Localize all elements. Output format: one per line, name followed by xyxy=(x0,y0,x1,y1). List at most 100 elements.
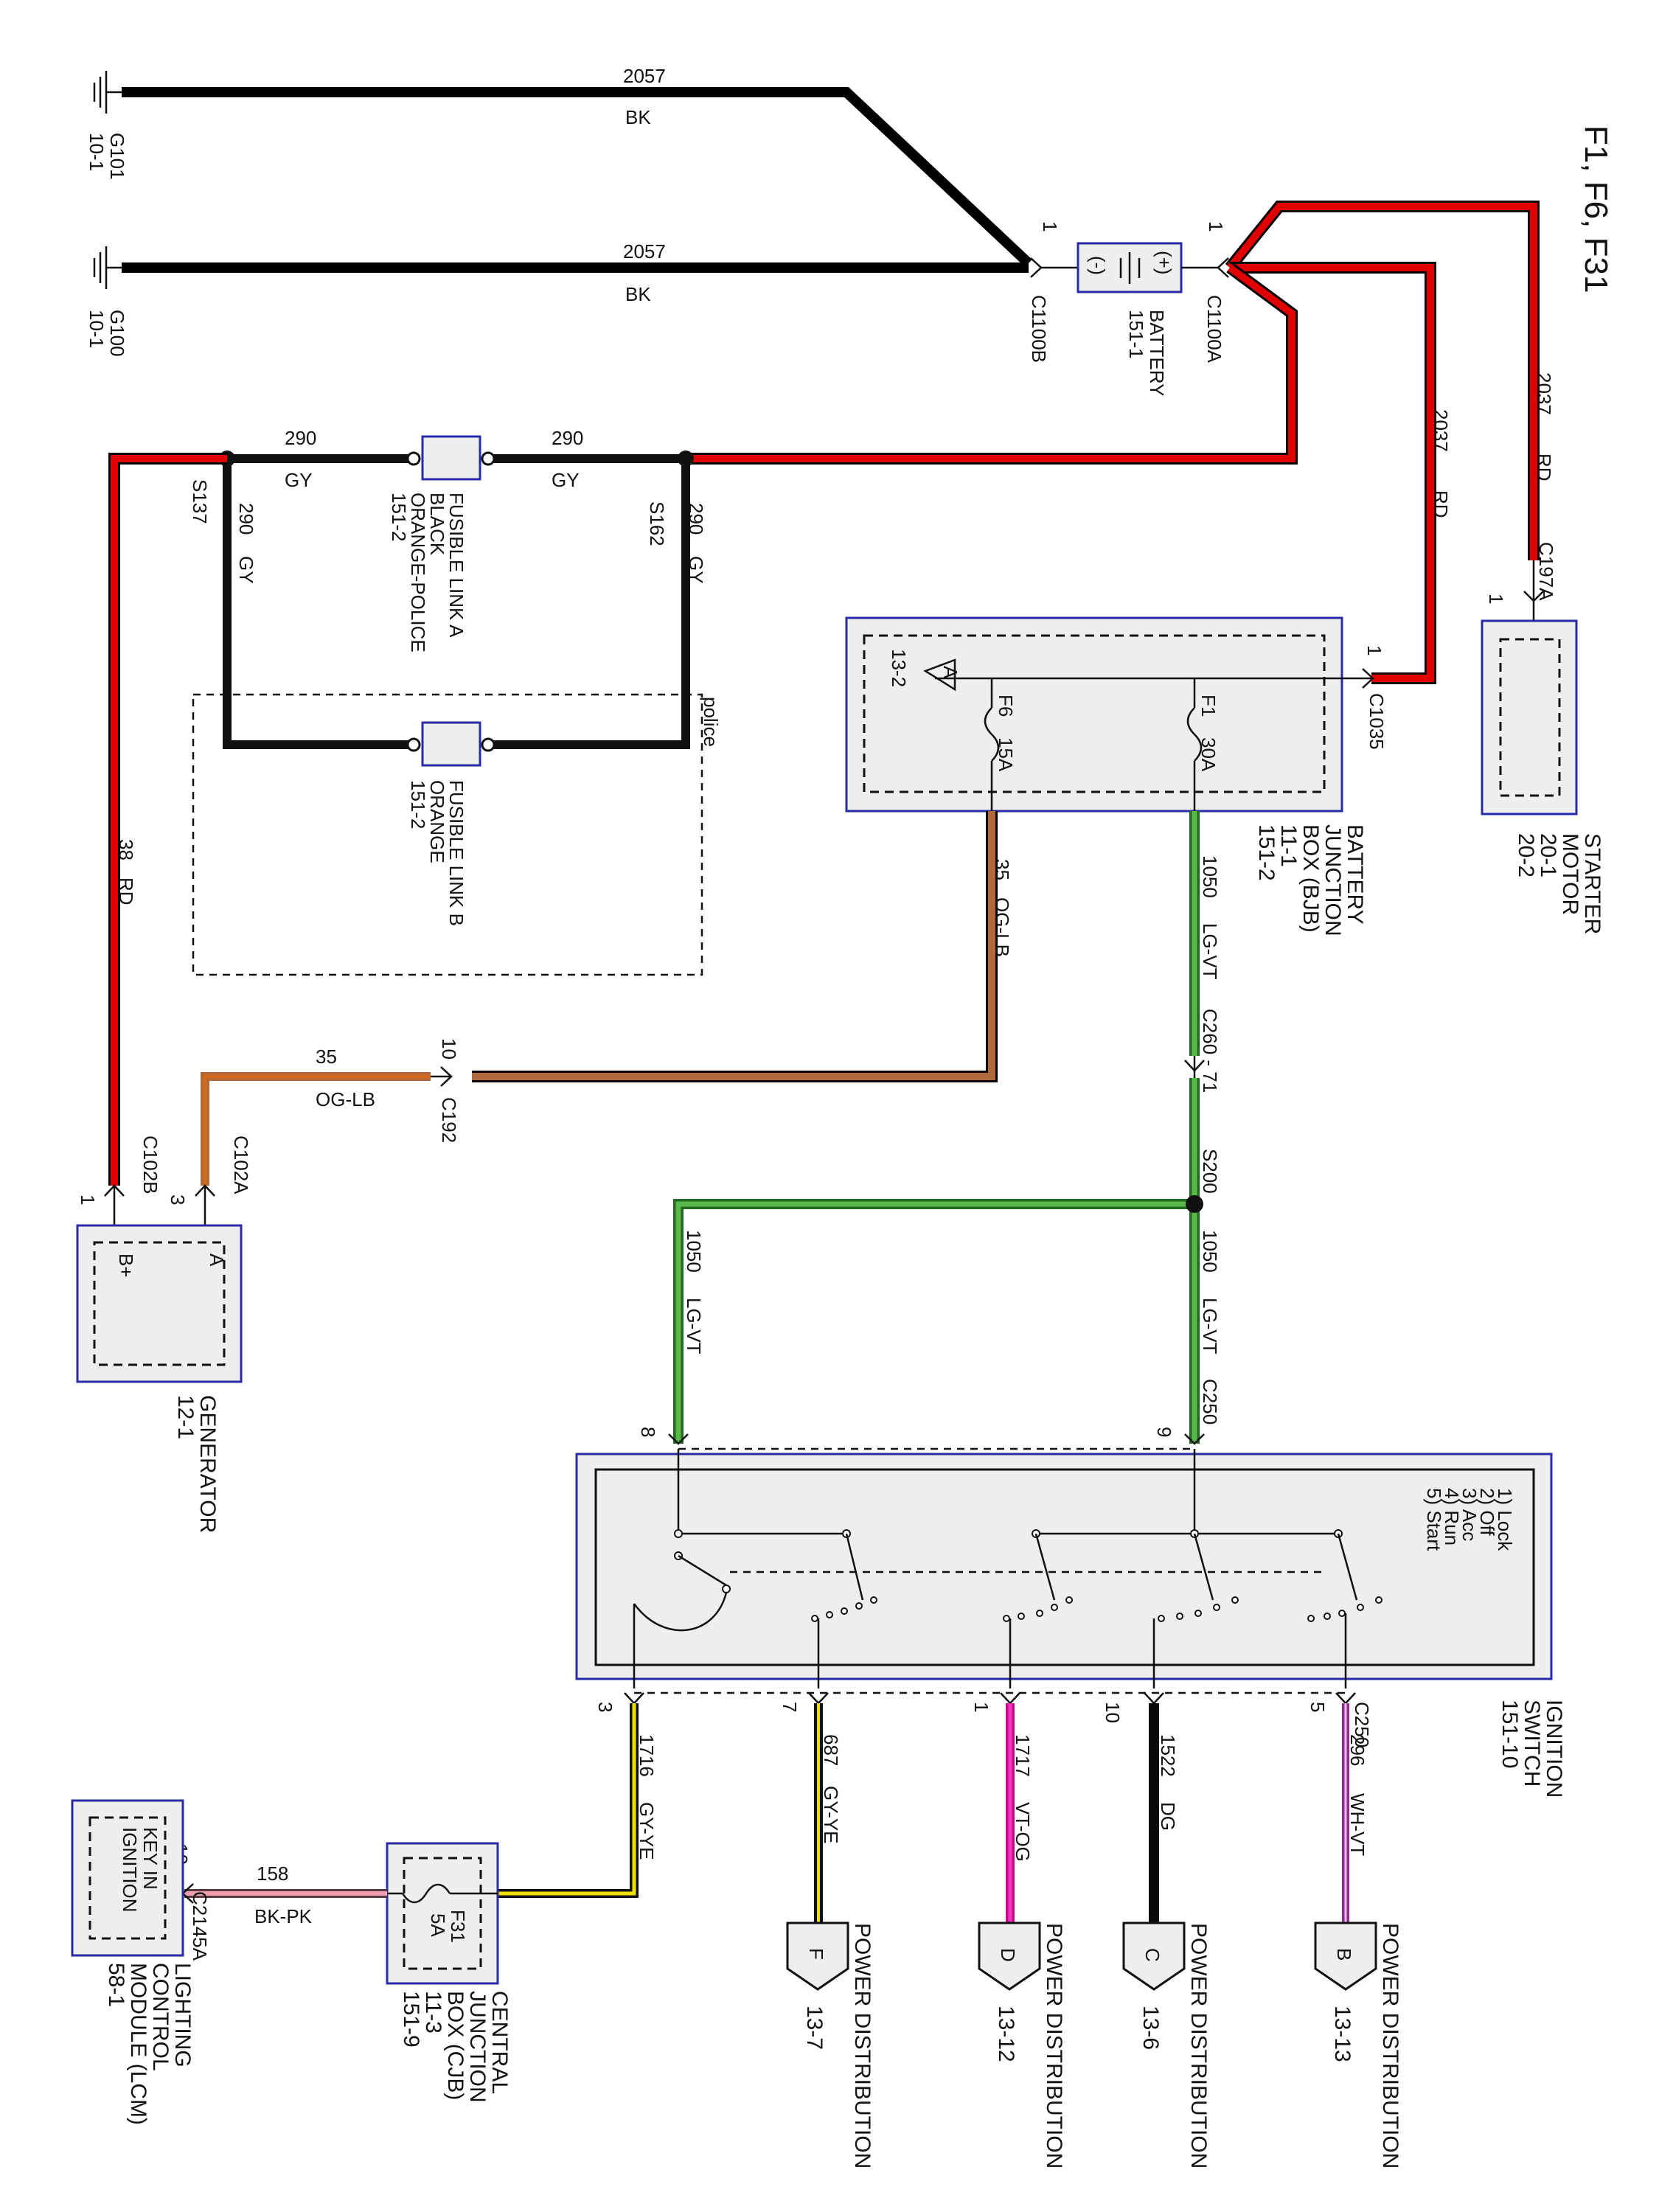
starter-conn: C197A xyxy=(1535,542,1557,601)
fuse-f1-name: F1 xyxy=(1197,695,1220,717)
fusible-link-b-line1: FUSIBLE LINK B xyxy=(445,780,467,926)
splice-s162-label: S162 xyxy=(646,501,668,546)
battery-pos-sign: (+) xyxy=(1153,251,1175,275)
wire-35-og-lb-bjb xyxy=(472,811,998,1082)
ignition-pin-9: 9 xyxy=(1153,1427,1175,1437)
fusible-link-a-line3: ORANGE-POLICE xyxy=(407,493,429,653)
fuse-f6-name: F6 xyxy=(995,695,1017,717)
wire-35-bjb-num: 35 xyxy=(991,859,1013,880)
diagram-title: F1, F6, F31 xyxy=(1578,125,1614,293)
wire-1050-bjb-num: 1050 xyxy=(1199,855,1221,898)
battery-pin-neg: 1 xyxy=(1039,221,1061,232)
ignition-position-1: 1) Lock xyxy=(1494,1488,1516,1551)
wire-1716-num: 1716 xyxy=(636,1734,658,1777)
wire-290-left-color: GY xyxy=(285,469,313,491)
c192-label: C192 xyxy=(438,1097,460,1143)
ignition-name-1: IGNITION xyxy=(1542,1700,1566,1798)
fusible-link-a-line1: FUSIBLE LINK A xyxy=(445,493,467,638)
wire-2057-bottom-num: 2057 xyxy=(623,240,666,262)
power-distribution-f-ref: 13-7 xyxy=(802,2006,827,2050)
power-distribution-d-letter: D xyxy=(997,1948,1019,1962)
ignition-pin-10: 10 xyxy=(1102,1702,1124,1723)
wire-158-color: BK-PK xyxy=(254,1905,313,1927)
power-distribution-f-letter: F xyxy=(805,1948,827,1960)
starter-pin: 1 xyxy=(1485,594,1507,604)
wire-2057-bk-top xyxy=(122,87,1032,268)
generator-ref: 12-1 xyxy=(173,1395,198,1439)
battery-junction-box: 1 C1035 A 13-2 F1 30A F6 15A BATTERY JUN… xyxy=(845,616,1388,936)
power-distribution-b-letter: B xyxy=(1333,1948,1355,1961)
fusible-link-b-line2: ORANGE xyxy=(426,780,448,863)
ground-g101-id: G101 xyxy=(106,133,128,180)
starter-ref-1: 20-1 xyxy=(1536,833,1560,877)
wire-290-left-num: 290 xyxy=(285,427,316,449)
wire-1716-gy-ye xyxy=(498,1703,639,1898)
ignition-switch: 8 9 C250 1) Lock 2) Off 3) Acc 4) Run 5)… xyxy=(575,1379,1566,1798)
power-distribution-c-letter: C xyxy=(1141,1948,1164,1962)
wire-296-color: WH-VT xyxy=(1346,1793,1368,1856)
lighting-control-module: KEY IN IGNITION LIGHTING CONTROL MODULE … xyxy=(71,1799,195,2125)
battery-neg-sign: (-) xyxy=(1087,256,1109,275)
cjb-ref-1: 11-3 xyxy=(421,1991,445,2034)
battery-ref: 151-1 xyxy=(1125,310,1147,359)
wire-290-right-color: GY xyxy=(552,469,580,491)
wire-35-gen-color: OG-LB xyxy=(316,1088,375,1110)
wire-1050-right-color: LG-VT xyxy=(1199,1298,1221,1354)
bjb-name-3: BOX (BJB) xyxy=(1298,824,1323,933)
power-distribution-f: F POWER DISTRIBUTION 13-7 xyxy=(786,1921,874,2168)
wire-290-gy-s162-down xyxy=(490,459,690,749)
bjb-name-2: JUNCTION xyxy=(1321,824,1345,936)
wire-290-s137-color: GY xyxy=(235,556,257,584)
lcm-conn: C2145A xyxy=(189,1891,211,1961)
lcm-name-2: CONTROL xyxy=(148,1963,173,2071)
bjb-ref-1: 11-1 xyxy=(1276,824,1301,867)
generator-pin-a: 3 xyxy=(167,1194,189,1205)
lcm-name-1: LIGHTING xyxy=(170,1963,195,2067)
generator-conn-b: C102B xyxy=(139,1135,161,1194)
wire-2037-rd-starter xyxy=(1225,201,1540,560)
c192-pin: 10 xyxy=(438,1038,460,1060)
wire-38-num: 38 xyxy=(115,839,137,860)
fusible-link-b-ref: 151-2 xyxy=(407,780,429,830)
wire-1050-bjb-color: LG-VT xyxy=(1199,923,1221,980)
wire-687-num: 687 xyxy=(820,1734,842,1766)
wire-2057-top-color: BK xyxy=(625,106,651,128)
starter-motor: C197A 1 STARTER MOTOR 20-1 20-2 xyxy=(1481,542,1604,934)
fusible-link-b: FUSIBLE LINK B ORANGE 151-2 xyxy=(406,721,495,926)
battery-pin-pos: 1 xyxy=(1205,221,1227,232)
generator-term-a: A xyxy=(206,1253,228,1267)
power-distribution-b: B POWER DISTRIBUTION 13-13 xyxy=(1314,1921,1402,2168)
ignition-pin-5: 5 xyxy=(1307,1702,1329,1712)
power-distribution-c: C POWER DISTRIBUTION 13-6 xyxy=(1122,1921,1211,2168)
wire-2037-bjb-color: RD xyxy=(1430,490,1452,518)
fuse-f6-rating: 15A xyxy=(995,737,1017,772)
lcm-name-3: MODULE (LCM) xyxy=(126,1963,150,2125)
ignition-pin-8: 8 xyxy=(637,1427,659,1437)
wire-1716-color: GY-YE xyxy=(636,1802,658,1860)
cjb-name-3: BOX (CJB) xyxy=(443,1991,467,2100)
ignition-position-5: 5) Start xyxy=(1423,1488,1445,1551)
battery-conn-neg: C1100B xyxy=(1028,295,1050,363)
cjb-fuse-rating: 5A xyxy=(427,1913,449,1937)
splice-s137-label: S137 xyxy=(189,479,211,524)
starter-name-2: MOTOR xyxy=(1558,833,1582,915)
power-distribution-d-ref: 13-12 xyxy=(994,2006,1018,2062)
generator-term-b: B+ xyxy=(115,1253,137,1278)
wire-1050-lg-vt-s200 xyxy=(673,1078,1200,1444)
wire-290-gy-s137-down xyxy=(223,459,411,749)
wire-1522-color: DG xyxy=(1157,1802,1179,1831)
cjb-fuse-name: F31 xyxy=(447,1910,469,1943)
power-distribution-c-label: POWER DISTRIBUTION xyxy=(1186,1923,1211,2168)
ground-g100: G100 10-1 xyxy=(86,246,128,357)
lcm-ref: 58-1 xyxy=(104,1963,128,2007)
ignition-conn-bottom: C250 xyxy=(1351,1702,1373,1747)
power-distribution-b-ref: 13-13 xyxy=(1330,2006,1354,2062)
lcm-inner-2: IGNITION xyxy=(119,1827,141,1913)
ground-g100-ref: 10-1 xyxy=(86,310,108,348)
generator: B+ A 1 3 C102B C102A GENERATOR 12-1 xyxy=(76,1135,252,1533)
ignition-name-2: SWITCH xyxy=(1520,1700,1544,1787)
power-distribution-b-label: POWER DISTRIBUTION xyxy=(1378,1923,1402,2168)
wire-296-num: 296 xyxy=(1346,1734,1368,1766)
battery: (-) (+) 1 1 C1100B C1100A BATTERY 151-1 xyxy=(1028,221,1229,397)
